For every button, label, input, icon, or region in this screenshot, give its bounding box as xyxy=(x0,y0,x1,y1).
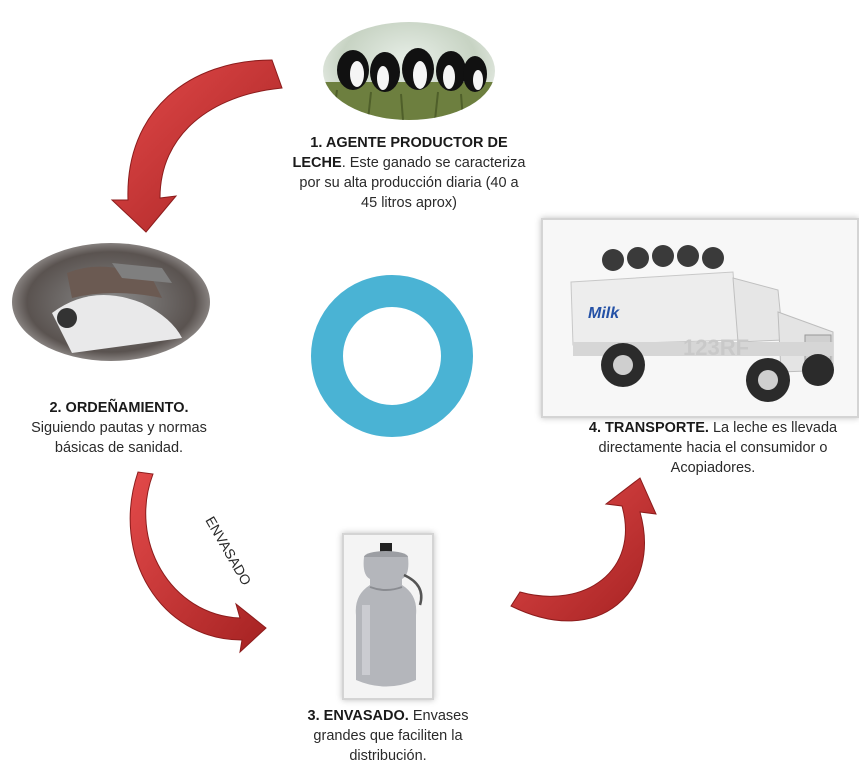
truck-illustration: Milk 123RF xyxy=(570,245,834,402)
step-4-title: 4. TRANSPORTE. xyxy=(588,420,709,436)
step-3-caption: 3. ENVASADO. Envases grandes que facilit… xyxy=(290,706,486,766)
arrow-2-to-3 xyxy=(129,471,267,654)
arrow-1-to-2 xyxy=(110,59,283,233)
step-3-title: 3. ENVASADO. xyxy=(307,708,409,724)
step-2-title: 2. ORDEÑAMIENTO. xyxy=(49,400,189,416)
milking-photo xyxy=(12,243,210,361)
milk-can-photo xyxy=(342,533,434,700)
cows-illustration xyxy=(323,48,495,120)
arrow-label: ENVASADO xyxy=(202,514,254,589)
milk-can-illustration xyxy=(355,543,423,687)
arrow-3-to-4 xyxy=(510,477,657,622)
step-2-caption: 2. ORDEÑAMIENTO. Siguiendo pautas y norm… xyxy=(8,398,230,458)
truck-photo: Milk 123RF xyxy=(541,218,859,418)
watermark-text: 123RF xyxy=(683,335,749,360)
step-1-caption: 1. AGENTE PRODUCTOR DE LECHE. Este ganad… xyxy=(290,133,528,213)
truck-brand-text: Milk xyxy=(588,305,620,322)
step-2-text: Siguiendo pautas y normas básicas de san… xyxy=(31,420,207,456)
step-3-text: Envases grandes que faciliten la distrib… xyxy=(313,708,469,764)
cows-photo xyxy=(323,22,495,120)
step-1-text: . Este ganado se caracteriza por su alta… xyxy=(299,155,526,211)
step-1-title: 1. AGENTE PRODUCTOR DE LECHE xyxy=(292,135,508,171)
milking-illustration xyxy=(52,263,182,353)
step-4-caption: 4. TRANSPORTE. La leche es llevada direc… xyxy=(570,418,856,478)
center-ring xyxy=(311,275,473,437)
step-4-text: La leche es llevada directamente hacia e… xyxy=(598,420,838,476)
